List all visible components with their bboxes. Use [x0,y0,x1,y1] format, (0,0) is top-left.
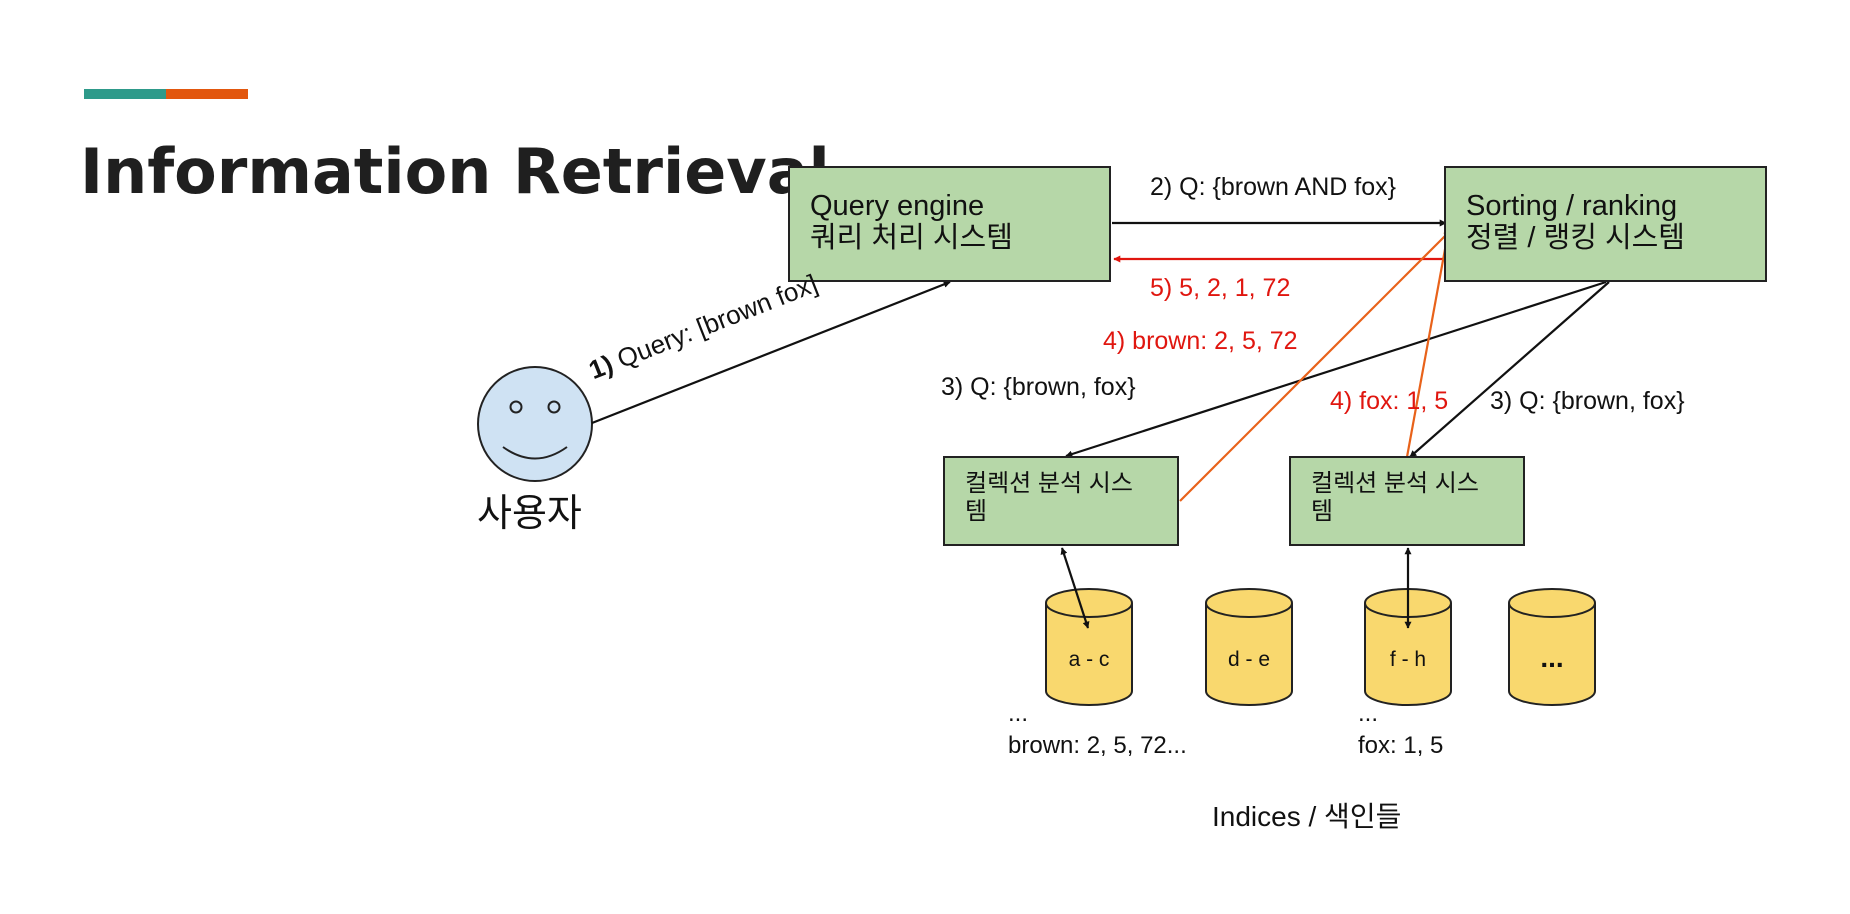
arrow-analyzer-2-to-sorting [1405,232,1451,458]
index-label-d-e: d - e [1227,648,1271,671]
index-note-right: fox: 1, 5 [1358,732,1444,759]
index-cylinder-d-e [1205,588,1293,706]
arrow-analyzer-1-index-a-c [1060,547,1090,629]
sorting-ranking-box: Sorting / ranking 정렬 / 랭킹 시스템 [1444,166,1767,282]
arrow-sorting-to-analyzer-2 [1409,281,1610,458]
query-engine-subtitle: 쿼리 처리 시스템 [810,222,1013,255]
step4-brown-label: 4) brown: 2, 5, 72 [1103,327,1298,355]
accent-bar-orange [166,89,248,99]
step4-fox-label: 4) fox: 1, 5 [1330,387,1449,415]
collection-analyzer-1-line2: 템 [965,497,988,525]
sorting-ranking-subtitle: 정렬 / 랭킹 시스템 [1466,222,1685,255]
indices-caption: Indices / 색인들 [1212,801,1402,832]
index-cylinder-a-c [1045,588,1133,706]
collection-analyzer-1-line1: 컬렉션 분석 시스 [965,470,1133,497]
slide-title: Information Retrieval [80,135,830,208]
query-engine-box: Query engine 쿼리 처리 시스템 [788,166,1111,282]
index-label-f-h: f - h [1389,648,1427,671]
arrow-user-to-query-engine [591,280,951,425]
accent-bar-teal [84,89,166,99]
step2-label: 2) Q: {brown AND fox} [1150,173,1396,201]
collection-analyzer-2-line1: 컬렉션 분석 시스 [1311,470,1479,497]
index-label-a-c: a - c [1068,648,1110,671]
index-note-left-ellipsis: ... [1008,700,1029,727]
user-label: 사용자 [477,493,582,535]
arrow-analyzer-1-to-sorting [1179,230,1451,502]
smiley-face-icon [477,366,593,482]
query-engine-title: Query engine [810,190,985,222]
index-note-right-ellipsis: ... [1358,700,1379,727]
index-note-left: brown: 2, 5, 72... [1008,732,1187,759]
collection-analyzer-2-line2: 템 [1311,497,1334,525]
sorting-ranking-title: Sorting / ranking [1466,190,1678,222]
index-label-more: ... [1540,642,1564,673]
step3-right-label: 3) Q: {brown, fox} [1490,387,1685,415]
step3-left-label: 3) Q: {brown, fox} [941,373,1136,401]
arrow-sorting-to-analyzer-1 [1065,280,1607,458]
collection-analyzer-box-2: 컬렉션 분석 시스 템 [1289,456,1525,546]
collection-analyzer-box-1: 컬렉션 분석 시스 템 [943,456,1179,546]
step5-label: 5) 5, 2, 1, 72 [1150,274,1291,302]
index-cylinder-more [1508,588,1596,706]
